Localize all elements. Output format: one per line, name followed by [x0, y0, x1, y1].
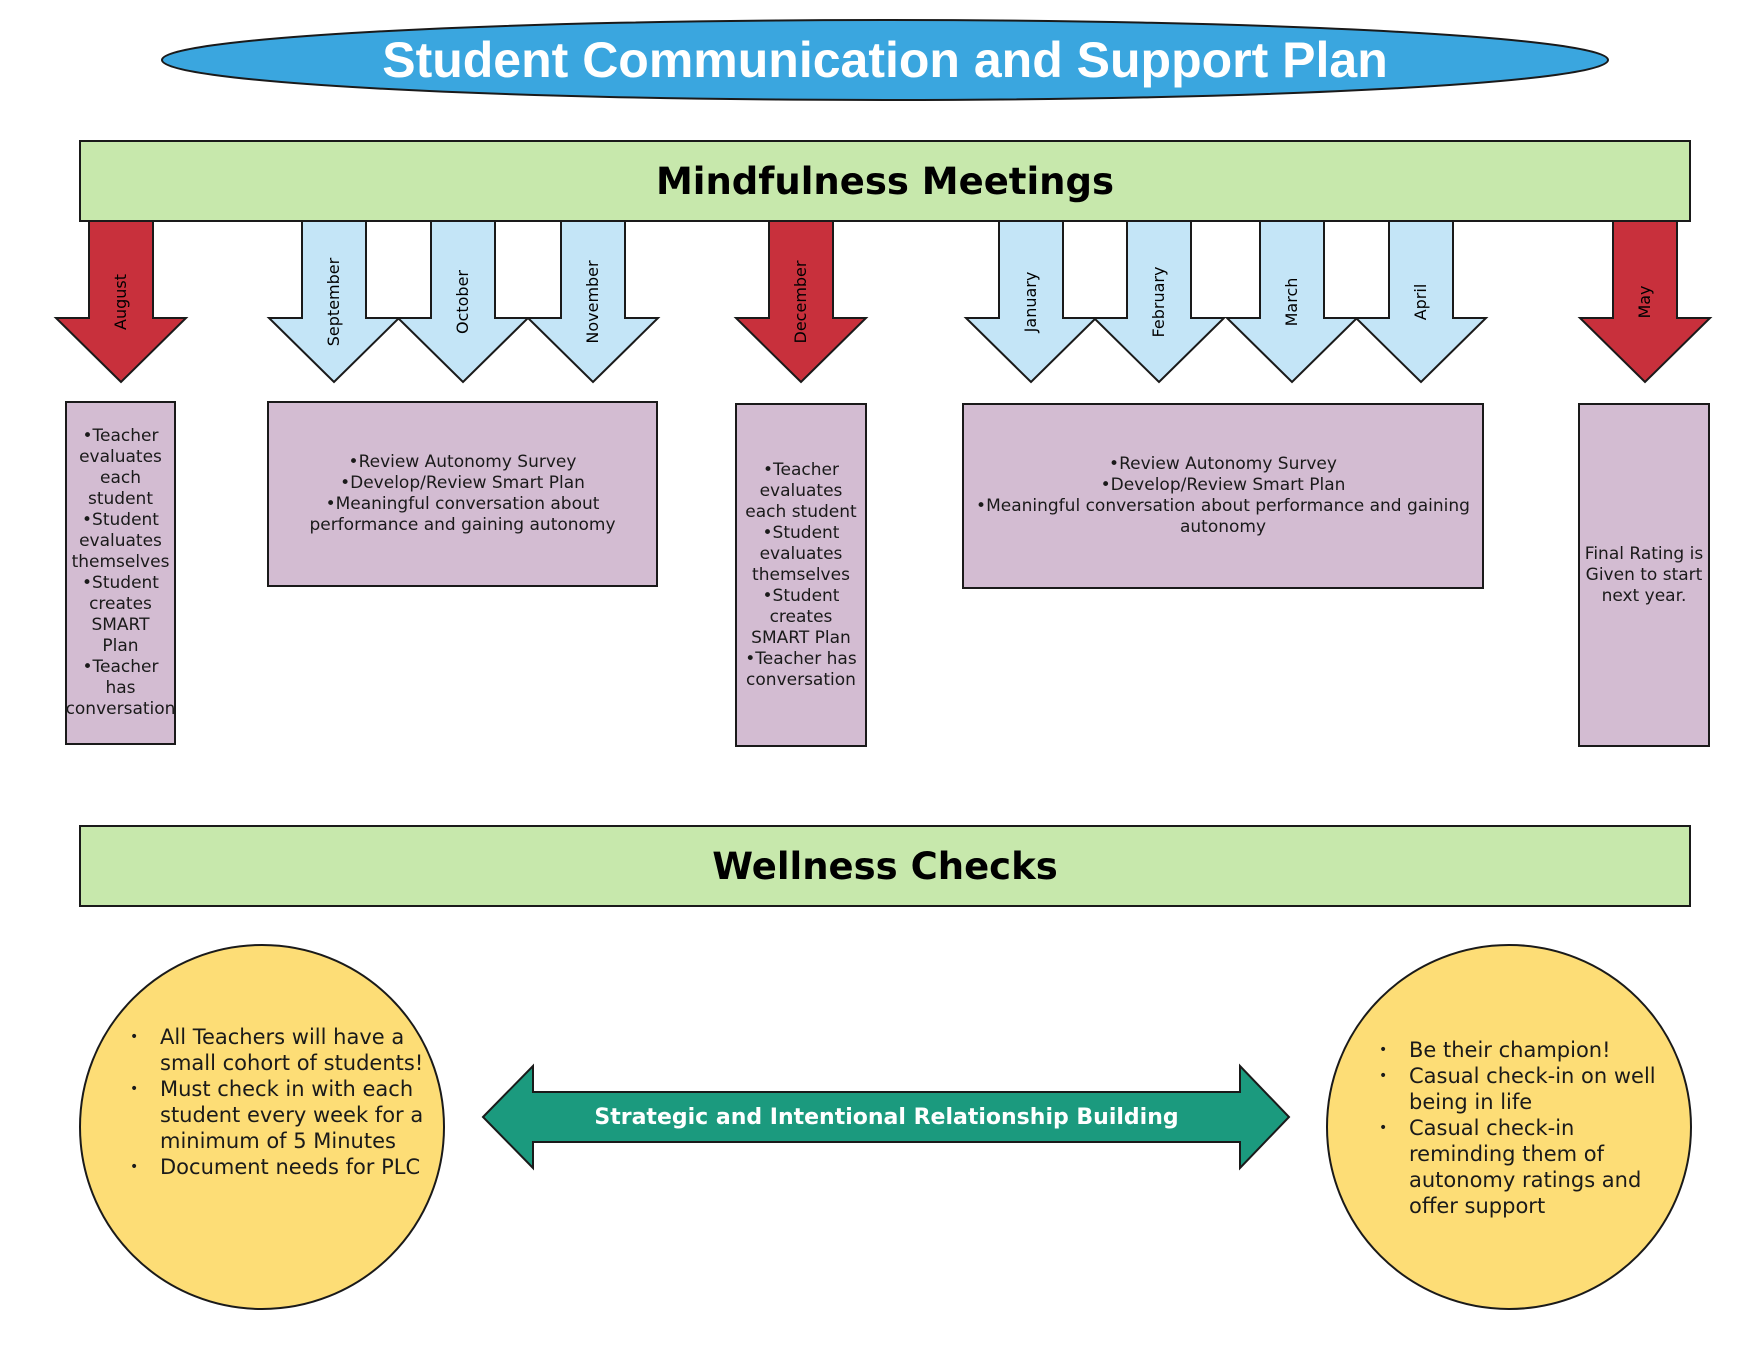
note-line: •Student: [82, 510, 159, 530]
month-label-september: September: [324, 257, 343, 347]
note-line: student: [88, 489, 153, 509]
wellness-banner-label: Wellness Checks: [712, 844, 1058, 888]
wellness-banner-shape: [79, 825, 1691, 907]
note-line: creates: [769, 606, 833, 627]
note-line: •Review Autonomy Survey: [348, 452, 577, 472]
month-label-november: November: [583, 260, 602, 344]
note-line: themselves: [71, 552, 170, 572]
month-label-october: October: [453, 269, 472, 335]
list-item: All Teachers will have a small cohort of…: [126, 1024, 426, 1076]
note-box-august: •Teacher evaluates each student •Student…: [65, 402, 176, 744]
month-arrow-april: [1353, 220, 1489, 384]
month-arrows: [53, 220, 1713, 384]
relationship-arrow-shape: [481, 1063, 1291, 1171]
note-line: each student: [745, 501, 857, 522]
note-line: conversation: [746, 669, 856, 690]
note-line: Plan: [102, 636, 139, 656]
note-line: •Student: [762, 522, 840, 543]
note-line: •Meaningful conversation about: [325, 494, 600, 514]
note-line: Final Rating is: [1584, 543, 1704, 564]
note-box-fall: •Review Autonomy Survey •Develop/Review …: [268, 402, 657, 586]
month-arrow-january: [963, 220, 1099, 384]
month-label-may: May: [1635, 285, 1654, 319]
note-line: has: [105, 678, 136, 698]
month-arrow-february: [1091, 220, 1227, 384]
note-line: themselves: [752, 564, 850, 585]
note-line: •Student: [82, 573, 159, 593]
month-arrow-august: [53, 220, 189, 384]
month-arrow-may: [1577, 220, 1713, 384]
note-box-december-shape: [735, 403, 867, 747]
note-line: •Teacher: [763, 459, 839, 480]
left-circle-content: All Teachers will have a small cohort of…: [126, 1024, 426, 1180]
note-line: SMART Plan: [751, 627, 851, 648]
month-label-april: April: [1411, 283, 1430, 321]
note-line: each: [100, 468, 141, 488]
month-arrow-december: [733, 220, 869, 384]
note-line: creates: [89, 594, 152, 614]
note-box-august-shape: [65, 401, 176, 745]
note-line: performance and gaining autonomy: [309, 515, 616, 535]
note-line: •Develop/Review Smart Plan: [1100, 475, 1346, 495]
note-box-fall-shape: [267, 401, 658, 587]
right-circle-content: Be their champion! Casual check-in on we…: [1375, 1037, 1675, 1219]
note-box-may-shape: [1578, 403, 1710, 747]
mindfulness-banner-label: Mindfulness Meetings: [655, 159, 1115, 203]
month-arrow-november: [525, 220, 661, 384]
month-label-december: December: [791, 260, 810, 344]
note-line: evaluates: [79, 447, 162, 467]
note-line: •Teacher has: [745, 648, 857, 669]
note-box-spring: •Review Autonomy Survey •Develop/Review …: [963, 404, 1483, 588]
note-box-spring-shape: [962, 403, 1484, 589]
note-line: conversation: [65, 699, 176, 719]
note-line: evaluates: [79, 531, 162, 551]
note-line: •Develop/Review Smart Plan: [340, 473, 585, 493]
note-line: evaluates: [759, 480, 843, 501]
month-arrow-march: [1224, 220, 1360, 384]
note-line: autonomy: [1179, 517, 1267, 537]
note-line: SMART: [91, 615, 150, 635]
note-line: •Student: [762, 585, 840, 606]
note-box-december: •Teacher evaluates each student •Student…: [736, 404, 866, 746]
list-item: Be their champion!: [1375, 1037, 1675, 1063]
list-item: Casual check-in reminding them of autono…: [1375, 1115, 1675, 1219]
relationship-arrow-label: Strategic and Intentional Relationship B…: [594, 1104, 1179, 1130]
note-line: •Teacher: [82, 657, 159, 677]
list-item: Document needs for PLC: [126, 1154, 426, 1180]
month-label-august: August: [111, 274, 130, 330]
mindfulness-banner-shape: [79, 140, 1691, 222]
title-ellipse: [161, 19, 1609, 101]
note-line: •Review Autonomy Survey: [1109, 454, 1337, 474]
note-line: •Meaningful conversation about performan…: [976, 496, 1470, 516]
note-box-may: Final Rating is Given to start next year…: [1579, 404, 1709, 746]
note-line: •Teacher: [82, 426, 159, 446]
month-label-february: February: [1149, 266, 1168, 338]
note-line: next year.: [1601, 585, 1687, 606]
month-arrow-september: [266, 220, 402, 384]
note-line: evaluates: [759, 543, 843, 564]
list-item: Must check in with each student every we…: [126, 1076, 426, 1154]
list-item: Casual check-in on well being in life: [1375, 1063, 1675, 1115]
page-title: Student Communication and Support Plan: [382, 32, 1388, 88]
month-label-january: January: [1021, 271, 1040, 333]
month-label-march: March: [1282, 277, 1301, 327]
note-line: Given to start: [1585, 564, 1703, 585]
month-arrow-october: [395, 220, 531, 384]
